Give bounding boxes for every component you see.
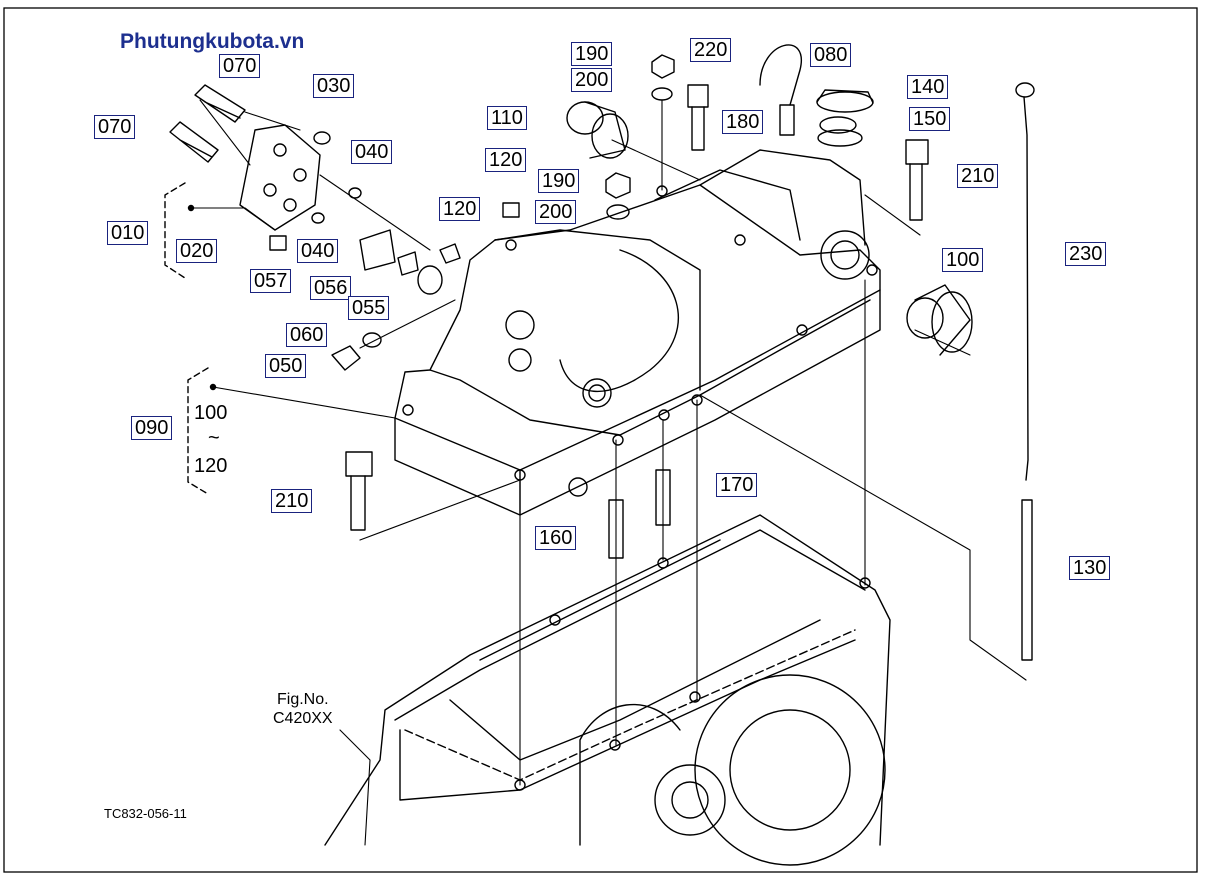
label-220[interactable]: 220	[690, 38, 732, 62]
bracket-090	[187, 367, 209, 495]
spring-057	[359, 229, 396, 271]
label-057[interactable]: 057	[250, 269, 292, 293]
label-056[interactable]: 056	[310, 276, 352, 300]
valve-block	[239, 124, 321, 231]
label-010[interactable]: 010	[107, 221, 149, 245]
plug-020	[269, 235, 287, 251]
label-020[interactable]: 020	[176, 239, 218, 263]
bolt-210-right	[905, 139, 929, 221]
nut-190b	[605, 172, 631, 199]
diagram-border	[3, 7, 1198, 873]
breather-pipe-220	[759, 44, 803, 106]
label-120-a[interactable]: 120	[439, 197, 481, 221]
oring-150	[817, 129, 863, 147]
label-090[interactable]: 090	[131, 416, 173, 440]
oring-030	[313, 131, 331, 145]
label-070-b[interactable]: 070	[94, 115, 136, 139]
washer-200b	[606, 204, 630, 220]
label-200-a[interactable]: 200	[571, 68, 613, 92]
spring-056	[397, 251, 419, 276]
label-160[interactable]: 160	[535, 526, 577, 550]
plug-120a	[439, 243, 461, 264]
label-190-b[interactable]: 190	[538, 169, 580, 193]
nut-190a	[651, 54, 675, 79]
bushing-110	[566, 101, 629, 159]
bolt-070-lower	[169, 121, 219, 163]
label-055[interactable]: 055	[348, 296, 390, 320]
label-040-b[interactable]: 040	[297, 239, 339, 263]
label-230[interactable]: 230	[1065, 242, 1107, 266]
filler-cap-140	[816, 89, 874, 134]
label-200-b[interactable]: 200	[535, 200, 577, 224]
label-210-b[interactable]: 210	[957, 164, 999, 188]
range-from: 100	[194, 402, 228, 424]
label-180[interactable]: 180	[722, 110, 764, 134]
washer-200a	[651, 87, 673, 101]
oring-055	[417, 265, 443, 295]
plug-050	[331, 345, 361, 371]
oring-040-a	[348, 187, 362, 199]
fig-number: C420XX	[273, 710, 333, 727]
fig-label: Fig.No.	[277, 691, 329, 708]
label-110[interactable]: 110	[487, 106, 527, 130]
label-150[interactable]: 150	[909, 107, 951, 131]
leader-lines	[190, 99, 1027, 846]
label-050[interactable]: 050	[265, 354, 307, 378]
site-watermark: Phutungkubota.vn	[120, 30, 305, 53]
label-060[interactable]: 060	[286, 323, 328, 347]
label-040-a[interactable]: 040	[351, 140, 393, 164]
fitting-080	[779, 104, 795, 136]
label-100[interactable]: 100	[942, 248, 984, 272]
washer-060	[362, 332, 382, 348]
range-tilde: ~	[208, 427, 220, 449]
label-210-a[interactable]: 210	[271, 489, 313, 513]
label-170[interactable]: 170	[716, 473, 758, 497]
range-to: 120	[194, 455, 228, 477]
bolt-070-upper	[194, 84, 246, 123]
label-030[interactable]: 030	[313, 74, 355, 98]
bolt-210-left	[345, 451, 373, 531]
lift-cylinder-housing	[394, 149, 881, 516]
bolt-180	[687, 84, 709, 151]
label-190-a[interactable]: 190	[571, 42, 613, 66]
bracket-010	[164, 182, 186, 279]
oring-040-b	[311, 212, 325, 224]
plug-120b	[502, 202, 520, 218]
label-130[interactable]: 130	[1069, 556, 1111, 580]
label-080[interactable]: 080	[810, 43, 852, 67]
drawing-code: TC832-056-11	[104, 806, 187, 821]
label-120-b[interactable]: 120	[485, 148, 527, 172]
transmission-case	[324, 514, 891, 866]
bushing-100	[906, 284, 973, 356]
dipstick-230	[1015, 82, 1035, 661]
label-140[interactable]: 140	[907, 75, 949, 99]
label-070-a[interactable]: 070	[219, 54, 261, 78]
